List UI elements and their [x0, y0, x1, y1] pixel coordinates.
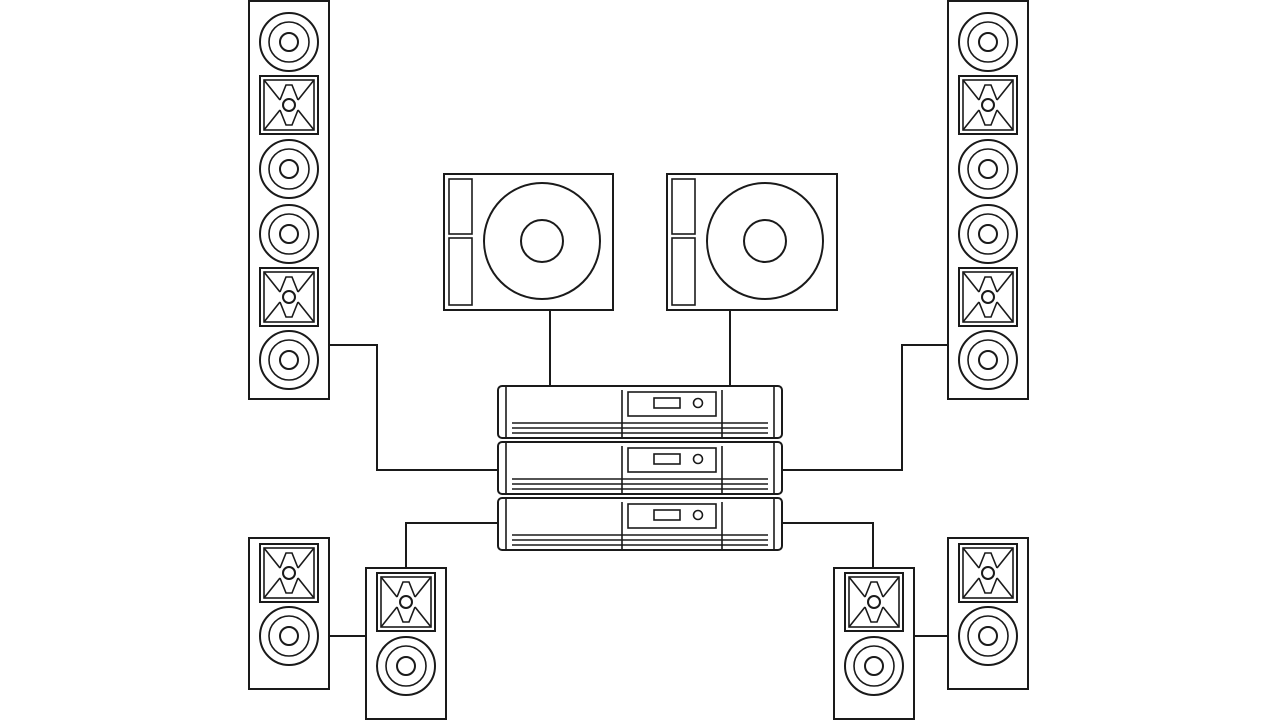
floor-speaker-left-inner — [365, 567, 447, 720]
amplifier-unit — [497, 385, 783, 439]
floor-speaker-right-outer — [947, 537, 1029, 690]
woofer-icon — [958, 606, 1018, 666]
horn-icon — [259, 267, 319, 327]
woofer-icon — [706, 182, 824, 300]
monitor-wedge-right — [666, 173, 838, 311]
horn-icon — [958, 267, 1018, 327]
wires — [329, 310, 948, 637]
horn-icon — [958, 543, 1018, 603]
horn-icon — [376, 572, 436, 632]
woofer-icon — [958, 12, 1018, 72]
woofer-icon — [259, 330, 319, 390]
wire-right-column — [782, 344, 948, 471]
wire-left-floor — [405, 522, 498, 568]
floor-speaker-left-outer — [248, 537, 330, 690]
woofer-icon — [259, 606, 319, 666]
woofer-icon — [483, 182, 601, 300]
amplifier-rack — [497, 385, 783, 551]
horn-icon — [958, 75, 1018, 135]
line-array-left — [248, 0, 330, 400]
woofer-icon — [259, 204, 319, 264]
woofer-icon — [958, 139, 1018, 199]
wire-right-floor — [782, 522, 874, 568]
woofer-icon — [259, 139, 319, 199]
amplifier-unit — [497, 441, 783, 495]
woofer-icon — [844, 636, 904, 696]
woofer-icon — [376, 636, 436, 696]
line-array-right — [947, 0, 1029, 400]
floor-speaker-right-inner — [833, 567, 915, 720]
horn-icon — [844, 572, 904, 632]
wire-left-column — [329, 344, 498, 471]
monitor-wedge-left — [443, 173, 614, 311]
woofer-icon — [259, 12, 319, 72]
horn-icon — [259, 543, 319, 603]
horn-icon — [259, 75, 319, 135]
woofer-icon — [958, 330, 1018, 390]
amplifier-unit — [497, 497, 783, 551]
woofer-icon — [958, 204, 1018, 264]
